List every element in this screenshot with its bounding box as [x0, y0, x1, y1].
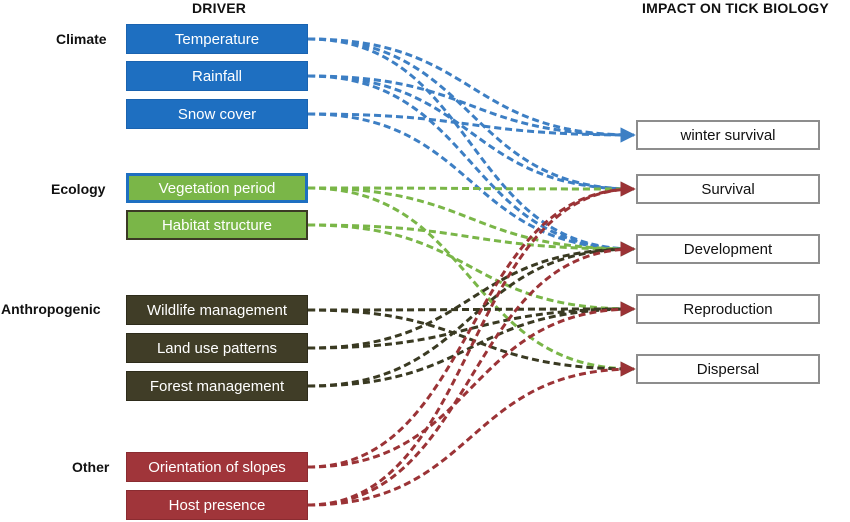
- link-4-to-2: [307, 223, 636, 257]
- link-0-to-0: [307, 37, 636, 143]
- group-label-anthropogenic: Anthropogenic: [1, 301, 101, 317]
- driver-habitat-structure: Habitat structure: [126, 210, 308, 240]
- link-1-to-1: [307, 74, 636, 197]
- driver-host-presence: Host presence: [126, 490, 308, 520]
- impact-development: Development: [636, 234, 820, 264]
- link-5-to-3: [307, 301, 636, 317]
- driver-forest-management: Forest management: [126, 371, 308, 401]
- link-6-to-3: [307, 301, 636, 350]
- driver-rainfall: Rainfall: [126, 61, 308, 91]
- link-0-to-2: [307, 37, 636, 257]
- driver-snow-cover: Snow cover: [126, 99, 308, 129]
- link-3-to-4: [307, 186, 636, 377]
- driver-header: DRIVER: [192, 0, 247, 16]
- link-1-to-2: [307, 74, 636, 257]
- group-label-ecology: Ecology: [51, 181, 106, 197]
- impact-dispersal: Dispersal: [636, 354, 820, 384]
- link-6-to-2: [307, 241, 636, 350]
- link-3-to-2: [307, 186, 636, 257]
- link-7-to-2: [307, 241, 636, 388]
- link-8-to-1: [307, 181, 636, 469]
- impact-winter-survival: winter survival: [636, 120, 820, 150]
- link-5-to-4: [307, 308, 636, 377]
- link-2-to-2: [307, 112, 636, 257]
- driver-wildlife-management: Wildlife management: [126, 295, 308, 325]
- link-4-to-3: [307, 223, 636, 317]
- link-3-to-1: [307, 181, 636, 197]
- link-8-to-3: [307, 301, 636, 469]
- impact-header: IMPACT ON TICK BIOLOGY: [642, 0, 829, 16]
- impact-survival: Survival: [636, 174, 820, 204]
- driver-temperature: Temperature: [126, 24, 308, 54]
- driver-land-use-patterns: Land use patterns: [126, 333, 308, 363]
- driver-vegetation-period: Vegetation period: [126, 173, 308, 203]
- link-1-to-0: [307, 74, 636, 143]
- link-9-to-4: [307, 361, 636, 507]
- link-9-to-2: [307, 241, 636, 507]
- impact-reproduction: Reproduction: [636, 294, 820, 324]
- link-0-to-1: [307, 37, 636, 197]
- group-label-climate: Climate: [56, 31, 107, 47]
- link-2-to-0: [307, 112, 636, 143]
- group-label-other: Other: [72, 459, 110, 475]
- link-7-to-3: [307, 301, 636, 388]
- driver-orientation-of-slopes: Orientation of slopes: [126, 452, 308, 482]
